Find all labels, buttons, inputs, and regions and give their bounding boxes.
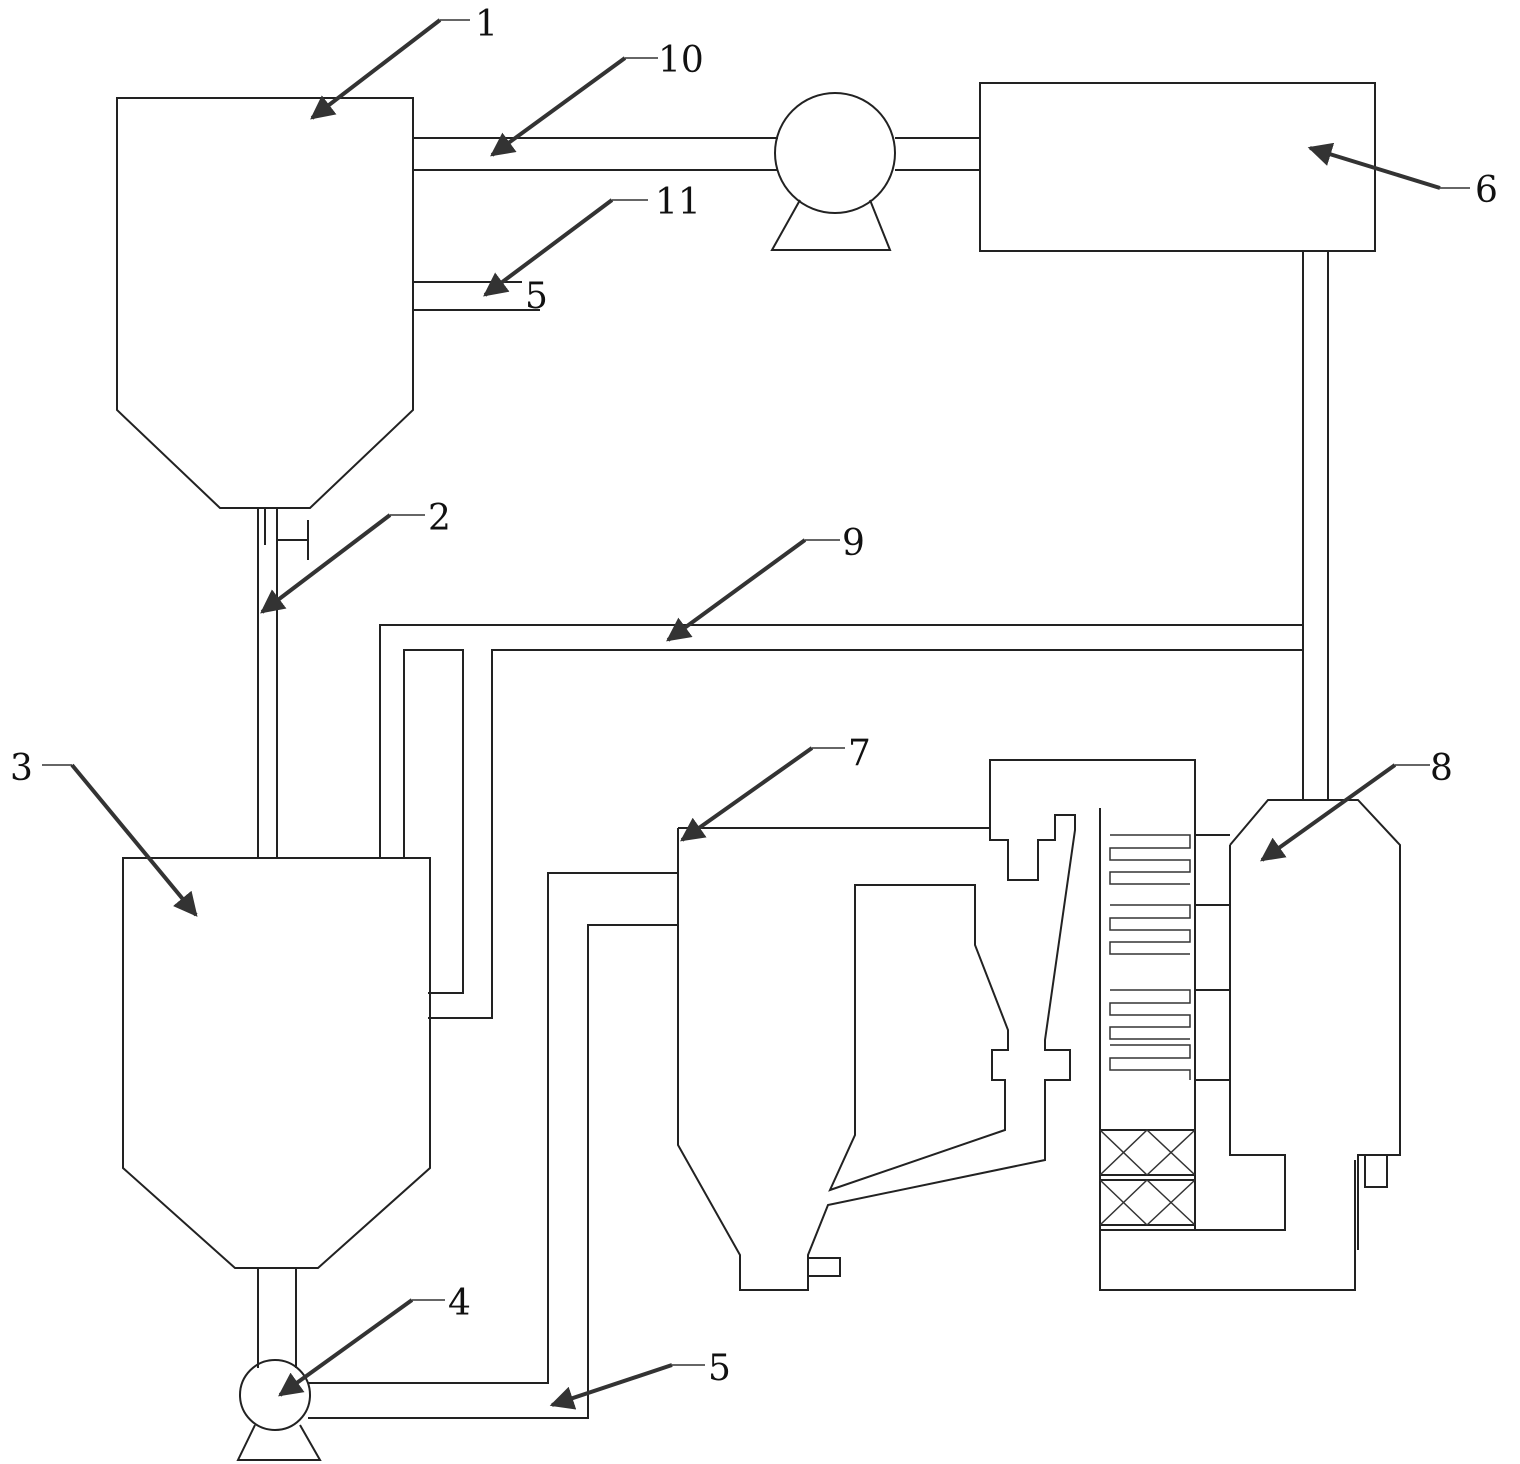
pipe-5 [308, 872, 678, 1419]
pipe-9 [379, 624, 1303, 1019]
label-1: 1 [475, 4, 498, 45]
label-6: 6 [1475, 170, 1498, 211]
packing-section [1099, 1129, 1196, 1226]
label-8: 8 [1430, 748, 1453, 789]
coil-tubes [1109, 834, 1191, 1080]
label-4: 4 [448, 1283, 471, 1324]
callout-11: 11 [483, 182, 701, 297]
callout-4: 4 [278, 1283, 471, 1397]
callout-9: 9 [666, 523, 865, 642]
pump-4 [236, 1268, 322, 1461]
callout-5: 5 [549, 1348, 731, 1410]
tank-1 [116, 97, 414, 509]
label-7: 7 [848, 733, 871, 774]
box-6 [979, 82, 1376, 252]
label-9: 9 [842, 523, 865, 564]
pipe-6-8 [1302, 251, 1329, 800]
tank-3 [122, 857, 431, 1269]
callout-1: 1 [310, 4, 498, 120]
label-10: 10 [658, 40, 704, 81]
label-2: 2 [428, 498, 451, 539]
callout-2: 2 [260, 498, 451, 614]
callout-5b: 5 [525, 276, 548, 317]
unit-7 [677, 759, 1356, 1291]
pipe-2 [257, 508, 309, 858]
callout-7: 7 [680, 733, 871, 842]
label-5: 5 [708, 1348, 731, 1389]
label-5b: 5 [525, 276, 548, 317]
fan-top [770, 92, 980, 251]
callout-8: 8 [1260, 748, 1453, 862]
label-3: 3 [10, 748, 33, 789]
pipe-10 [413, 137, 778, 171]
callout-10: 10 [490, 40, 704, 157]
callout-3: 3 [10, 748, 198, 917]
label-11: 11 [655, 182, 701, 223]
callout-6: 6 [1307, 142, 1498, 211]
pipe-11 [413, 281, 540, 311]
